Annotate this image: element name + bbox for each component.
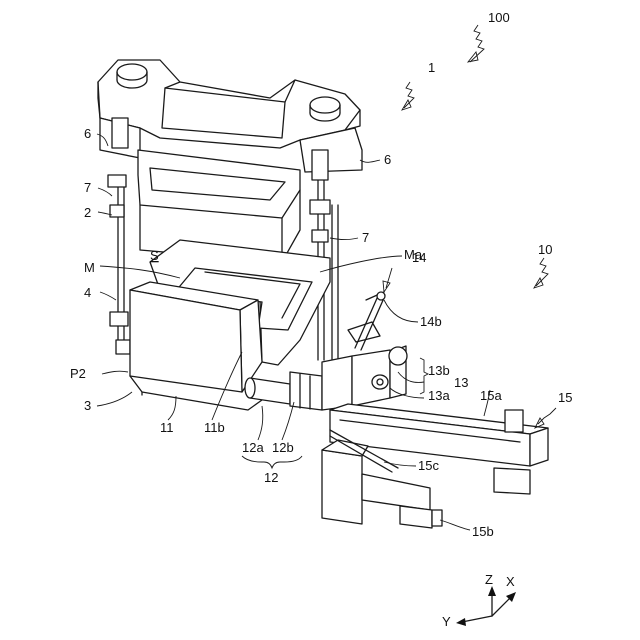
label-14b: 14b xyxy=(420,314,442,329)
label-10: 10 xyxy=(538,242,552,257)
label-14: 14 xyxy=(412,250,426,265)
label-15a: 15a xyxy=(480,388,502,403)
label-4: 4 xyxy=(84,285,91,300)
axis-y-label: Y xyxy=(442,614,451,629)
label-12b: 12b xyxy=(272,440,294,455)
label-6-right: 6 xyxy=(384,152,391,167)
label-P2: P2 xyxy=(70,366,86,381)
label-15b: 15b xyxy=(472,524,494,539)
label-S: S xyxy=(150,248,159,263)
label-7-left: 7 xyxy=(84,180,91,195)
label-3: 3 xyxy=(84,398,91,413)
actuator-unit xyxy=(322,292,407,410)
label-7-right: 7 xyxy=(362,230,369,245)
label-12: 12 xyxy=(264,470,278,485)
label-100: 100 xyxy=(488,10,510,25)
label-13a: 13a xyxy=(428,388,450,403)
axis-z-label: Z xyxy=(485,572,493,587)
label-2: 2 xyxy=(84,205,91,220)
label-15c: 15c xyxy=(418,458,439,473)
label-11: 11 xyxy=(160,420,174,435)
label-1: 1 xyxy=(428,60,435,75)
label-13: 13 xyxy=(454,375,468,390)
label-13b: 13b xyxy=(428,363,450,378)
label-15: 15 xyxy=(558,390,572,405)
lower-mold xyxy=(130,282,262,410)
label-M: M xyxy=(84,260,95,275)
label-6-left: 6 xyxy=(84,126,91,141)
axis-x-label: X xyxy=(506,574,515,589)
coordinate-axes: Z X Y xyxy=(442,572,516,629)
label-12a: 12a xyxy=(242,440,264,455)
label-11b: 11b xyxy=(204,420,225,435)
